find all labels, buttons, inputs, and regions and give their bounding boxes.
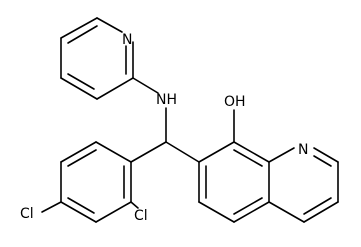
pyridine-ring [60, 17, 134, 100]
hydroxyl-label: OH [224, 94, 246, 110]
pyridine-nitrogen-label: N [122, 32, 132, 48]
quinoline-system [198, 109, 339, 223]
linker-bonds [130, 77, 200, 163]
chloro-label-para: Cl [20, 206, 34, 222]
chloro-label-ortho: Cl [134, 208, 148, 224]
amine-nh-label: NH [156, 92, 177, 108]
dichlorophenyl-ring [41, 141, 139, 223]
quinoline-nitrogen-label: N [298, 142, 308, 158]
